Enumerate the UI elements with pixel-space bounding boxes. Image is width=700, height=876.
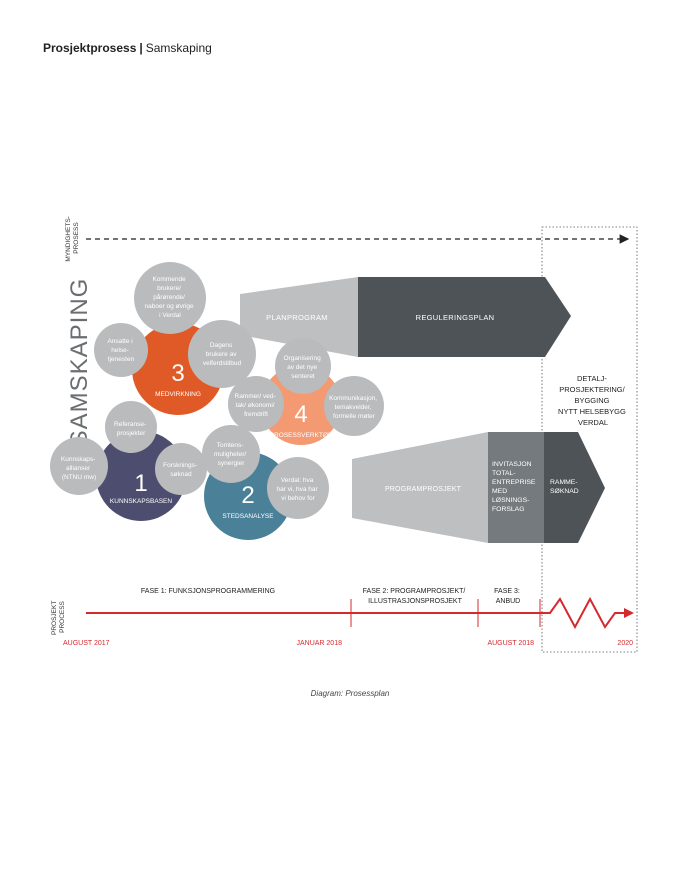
- medvirkning-bubble-left-text: Ansatte i helse- tjenesten: [107, 338, 134, 363]
- kunnskapsbasen-bubble-left: [50, 437, 108, 495]
- date-2020: 2020: [617, 640, 633, 647]
- prosessverktoy-bubble-left-text: Rammer/ ved- tak/ økonomi/ fremdrift: [235, 393, 278, 418]
- prosessverktoy-title: PROSESSVERKTØY: [270, 432, 333, 439]
- stedsanalyse-bubble-top: [202, 425, 260, 483]
- prosessverktoy-number: 4: [294, 401, 307, 428]
- kunnskapsbasen-bubble-left-text: Kunnskaps- allianser (NTNU mw): [61, 456, 97, 481]
- stedsanalyse-title: STEDSANALYSE: [222, 513, 274, 520]
- invitasjon-shape: [488, 432, 544, 543]
- medvirkning-bubble-right: [188, 320, 256, 388]
- prosjekt-label: PROSJEKT PROCESS: [51, 599, 66, 635]
- timeline-zigzag: [540, 596, 626, 630]
- header-title: Prosjektprosess: [43, 41, 137, 55]
- kunnskapsbasen-bubble-top: [105, 401, 157, 453]
- rammesoknad-shape: [544, 432, 605, 543]
- programprosjekt-text: PROGRAMPROSJEKT: [385, 486, 462, 493]
- planprogram-shape: [240, 277, 358, 357]
- prosessverktoy-bubble-right: [324, 376, 384, 436]
- medvirkning-bubble-top: [134, 262, 206, 334]
- reguleringsplan-shape: [358, 277, 571, 357]
- stedsanalyse-bubble-right-text: Verdal: hva har vi, hva har vi behov for: [277, 477, 320, 502]
- kunnskapsbasen-title: KUNNSKAPSBASEN: [110, 498, 172, 505]
- cluster-kunnskapsbasen: 1 KUNNSKAPSBASEN Referanse- prosjekter K…: [50, 401, 207, 521]
- phase3-label: FASE 3: ANBUD: [494, 588, 522, 605]
- medvirkning-number: 3: [171, 360, 184, 387]
- diagram-caption: Diagram: Prosessplan: [310, 689, 390, 698]
- stedsanalyse-bubble-top-text: Tomtens- muligheter/ synergier: [214, 442, 248, 467]
- kunnskapsbasen-bubble-top-text: Referanse- prosjekter: [114, 421, 148, 437]
- rammesoknad-text: RAMME- SØKNAD: [550, 479, 579, 495]
- myndighets-label: MYNDIGHETS- PROSESS: [65, 214, 80, 261]
- phase1-label: FASE 1: FUNKSJONSPROGRAMMERING: [141, 588, 275, 595]
- stedsanalyse-bubble-right: [267, 457, 329, 519]
- cluster-stedsanalyse: 2 STEDSANALYSE Tomtens- muligheter/ syne…: [202, 425, 329, 540]
- date-jan2018: JANUAR 2018: [296, 640, 342, 647]
- timeline-arrowhead: [624, 608, 634, 618]
- date-aug2017: AUGUST 2017: [63, 640, 110, 647]
- page-header: Prosjektprosess|Samskaping: [43, 41, 212, 55]
- prosessverktoy-bubble-top: [275, 338, 331, 394]
- medvirkning-bubble-left: [94, 323, 148, 377]
- date-aug2018: AUGUST 2018: [487, 640, 534, 647]
- header-subtitle: Samskaping: [145, 41, 212, 55]
- medvirkning-bubble-right-text: Dagens brukere av velferdstilbud: [203, 342, 242, 367]
- kunnskapsbasen-number: 1: [134, 470, 147, 497]
- prosessverktoy-bubble-right-text: Kommunikasjon, temakvelder, formelle møt…: [329, 395, 379, 420]
- reguleringsplan-text: REGULERINGSPLAN: [416, 313, 495, 322]
- medvirkning-title: MEDVIRKNING: [155, 391, 201, 398]
- kunnskapsbasen-bubble-right: [155, 443, 207, 495]
- phase2-label: FASE 2: PROGRAMPROSJEKT/ ILLUSTRASJONSPR…: [363, 588, 468, 605]
- medvirkning-bubble-top-text: Kommende brukere/ pårørende/ naboer og ø…: [145, 276, 196, 319]
- prosessverktoy-bubble-left: [228, 376, 284, 432]
- detalj-label: DETALJ- PROSJEKTERING/ BYGGING NYTT HELS…: [558, 374, 628, 427]
- cluster-medvirkning: 3 MEDVIRKNING Kommende brukere/ pårørend…: [94, 262, 256, 415]
- invitasjon-text: INVITASJON TOTAL- ENTREPRISE MED LØSNING…: [492, 461, 537, 513]
- kunnskapsbasen-bubble-right-text: Forsknings- søknad: [163, 462, 199, 478]
- stedsanalyse-number: 2: [241, 482, 254, 509]
- planprogram-text: PLANPROGRAM: [266, 313, 328, 322]
- programprosjekt-shape: [352, 432, 488, 543]
- samskaping-label: SAMSKAPING: [66, 278, 93, 447]
- header-separator: |: [139, 41, 143, 55]
- cluster-prosessverktoy: 4 PROSESSVERKTØY Organisering av det nye…: [228, 338, 384, 445]
- prosessverktoy-bubble-top-text: Organisering av det nye senteret: [283, 355, 322, 380]
